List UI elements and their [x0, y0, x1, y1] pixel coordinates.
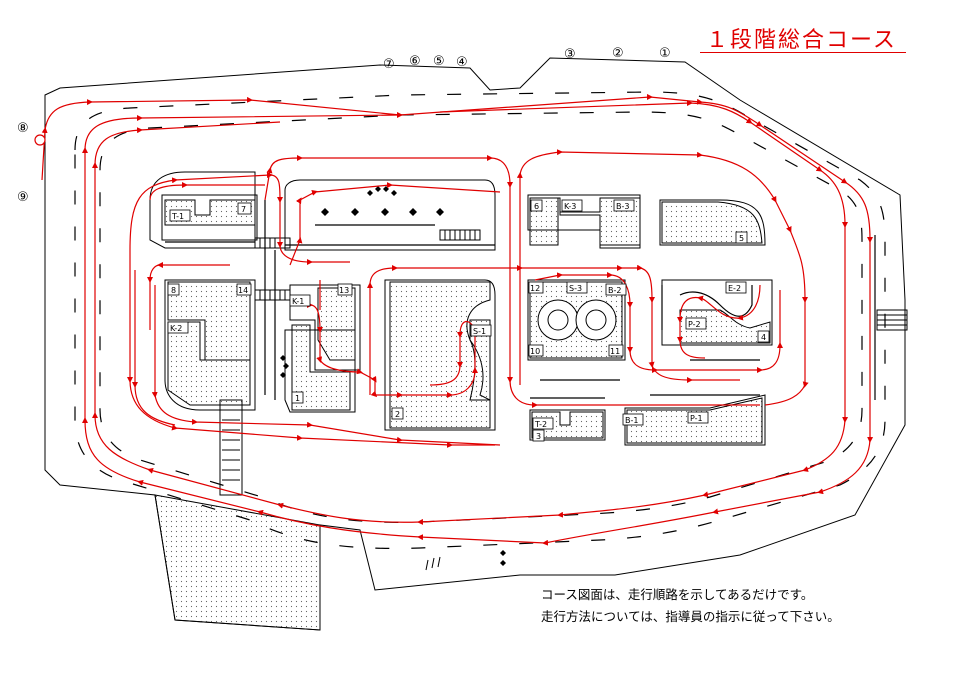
position-4: ④ [456, 55, 468, 70]
position-8: ⑧ [17, 121, 29, 136]
position-1: ① [659, 46, 671, 61]
label-n12: 12 [530, 284, 540, 293]
label-b2: B-2 [608, 286, 621, 295]
crosswalks [219, 229, 908, 496]
position-9: ⑨ [17, 190, 29, 205]
driving-route [41, 93, 874, 546]
label-p1: P-1 [690, 414, 703, 423]
label-n5: 5 [739, 234, 744, 243]
parking-lot [154, 494, 321, 631]
small-marks [425, 556, 441, 571]
label-n14: 14 [238, 286, 248, 295]
label-p2: P-2 [688, 320, 701, 329]
label-n2: 2 [395, 410, 400, 419]
label-k2: K-2 [170, 324, 182, 333]
position-6: ⑥ [409, 54, 421, 69]
label-s3: S-3 [569, 284, 582, 293]
note-route: コース図面は、走行順路を示してあるだけです。 [541, 587, 814, 602]
title-underline [700, 52, 906, 53]
position-3: ③ [564, 47, 576, 62]
label-n11: 11 [610, 347, 620, 356]
position-2: ② [612, 46, 624, 61]
point-labels: T-1 7 8 14 K-2 K-1 13 1 2 S-1 6 K-3 B-3 … [167, 199, 770, 442]
label-n3: 3 [536, 432, 541, 441]
label-b1: B-1 [625, 416, 638, 425]
label-b3: B-3 [616, 202, 629, 211]
label-n4: 4 [761, 333, 766, 342]
label-n13: 13 [339, 286, 349, 295]
label-k1: K-1 [292, 297, 304, 306]
note-instructor: 走行方法については、指導員の指示に従って下さい。 [541, 609, 840, 624]
label-k3: K-3 [564, 202, 576, 211]
label-t2: T-2 [534, 420, 547, 429]
dotted-areas [164, 197, 771, 444]
position-7: ⑦ [383, 57, 395, 72]
label-s1: S-1 [473, 327, 486, 336]
label-n7: 7 [241, 205, 246, 214]
label-n6: 6 [534, 202, 539, 211]
label-n10: 10 [530, 347, 540, 356]
label-t1: T-1 [171, 212, 184, 221]
label-e2: E-2 [728, 284, 741, 293]
label-n1: 1 [295, 394, 300, 403]
start-point [34, 134, 46, 146]
position-5: ⑤ [433, 54, 445, 69]
course-title: １段階総合コース [706, 28, 897, 53]
position-numbers: ① ② ③ ④ ⑤ ⑥ ⑦ ⑧ ⑨ [17, 46, 671, 205]
label-n8: 8 [171, 286, 176, 295]
